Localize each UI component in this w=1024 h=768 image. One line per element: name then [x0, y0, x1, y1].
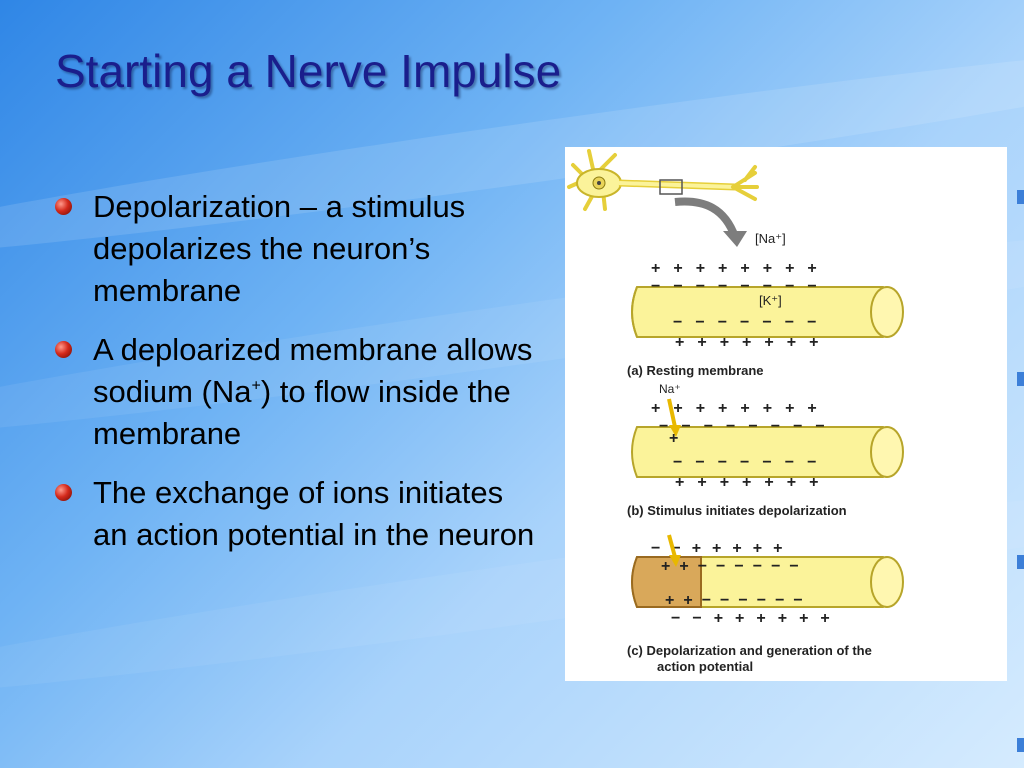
- bullet-dot-icon: [55, 198, 72, 215]
- slide-title: Starting a Nerve Impulse: [55, 45, 562, 97]
- bullet-text: A deploarized membrane allows sodium (Na…: [93, 332, 533, 451]
- stimulus-arrow-icon: [667, 534, 677, 558]
- charge-row: ++−−−−−−: [661, 558, 808, 575]
- caption-c-line2: action potential: [657, 659, 753, 674]
- caption-c-line1: (c) Depolarization and generation of the: [627, 643, 872, 658]
- edge-mark: [1017, 738, 1024, 752]
- bullet-list: Depolarization – a stimulus depolarizes …: [55, 186, 545, 573]
- bullet-text: The exchange of ions initiates an action…: [93, 475, 535, 552]
- bullet-item: Depolarization – a stimulus depolarizes …: [55, 186, 545, 312]
- minus-row: −−−−−−−−: [659, 418, 838, 435]
- minus-row: −−−−−−−−: [651, 278, 830, 295]
- bullet-item: The exchange of ions initiates an action…: [55, 472, 545, 556]
- plus-row: +++++++: [675, 474, 831, 491]
- na-plus-label: Na⁺: [659, 382, 681, 396]
- plus-row: ++++++++: [651, 400, 830, 417]
- axon-segment-a: [631, 286, 904, 338]
- plus-inside: +: [669, 430, 678, 447]
- stimulus-arrowhead-icon: [669, 425, 681, 437]
- edge-mark: [1017, 190, 1024, 204]
- edge-mark: [1017, 555, 1024, 569]
- bullet-text: Depolarization – a stimulus depolarizes …: [93, 189, 466, 308]
- caption-a: (a) Resting membrane: [627, 363, 764, 378]
- k-label: [K⁺]: [759, 293, 782, 308]
- stimulus-arrowhead-icon: [669, 555, 681, 567]
- edge-mark: [1017, 372, 1024, 386]
- charge-row: −−+++++: [651, 540, 793, 557]
- plus-row: ++++++++: [651, 260, 830, 277]
- plus-row: +++++++: [675, 334, 831, 351]
- bullet-dot-icon: [55, 484, 72, 501]
- minus-row: −−−−−−−: [673, 454, 829, 471]
- axon-segment-c: [631, 556, 904, 608]
- nerve-impulse-diagram: [Na⁺] ++++++++ −−−−−−−− [K⁺] −−−−−−− +++…: [565, 147, 1007, 681]
- stimulus-arrow-icon: [667, 398, 677, 428]
- caption-b: (b) Stimulus initiates depolarization: [627, 503, 847, 518]
- bullet-item: A deploarized membrane allows sodium (Na…: [55, 329, 545, 455]
- axon-segment-b: [631, 426, 904, 478]
- zoom-arrow-icon: [674, 197, 739, 239]
- bullet-dot-icon: [55, 341, 72, 358]
- minus-row: −−−−−−−: [673, 314, 829, 331]
- charge-row: −−++++++: [671, 610, 842, 627]
- na-label: [Na⁺]: [755, 231, 786, 246]
- zoom-arrowhead-icon: [723, 231, 747, 247]
- neuron-icon: [567, 149, 759, 211]
- charge-row: ++−−−−−−: [665, 592, 812, 609]
